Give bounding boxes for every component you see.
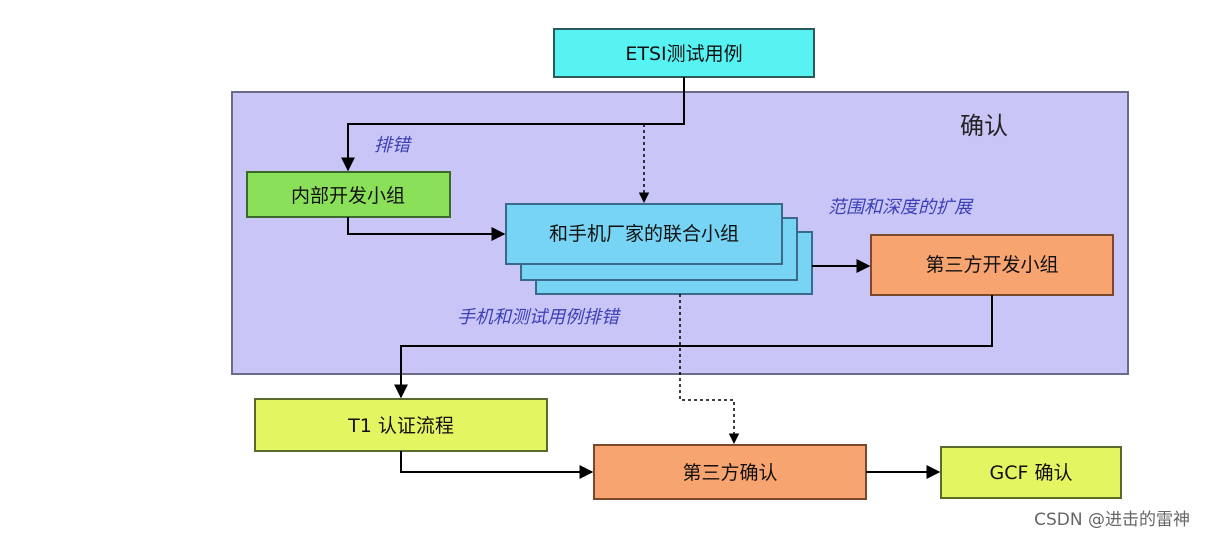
third-party-dev-label: 第三方开发小组 (925, 254, 1058, 276)
internal-dev-label: 内部开发小组 (291, 185, 405, 207)
etsi-label: ETSI测试用例 (625, 43, 742, 65)
t1-cert-box (254, 398, 548, 452)
arrow-joint-to-third-party-confirm (679, 294, 740, 445)
annotation-sort: 排错 (374, 135, 413, 156)
joint-group-label: 和手机厂家的联合小组 (549, 223, 739, 245)
annotation-phone-test-sort: 手机和测试用例排错 (457, 307, 622, 328)
annotation-scope-expand: 范围和深度的扩展 (828, 197, 974, 218)
watermark: CSDN @进击的雷神 (1034, 510, 1190, 530)
confirm-region-title: 确认 (960, 112, 1008, 140)
arrow-t1-to-third-party-confirm (400, 451, 594, 479)
arrow-internal-to-joint (347, 217, 506, 241)
third-party-confirm-label: 第三方确认 (682, 462, 777, 484)
gcf-confirm-label: GCF 确认 (990, 462, 1073, 484)
arrow-third-party-dev-to-t1 (394, 295, 993, 399)
arrow-etsi-to-internal (341, 77, 685, 172)
gcf-confirm-box (940, 446, 1122, 499)
etsi-box (553, 28, 815, 78)
t1-cert-label: T1 认证流程 (347, 415, 454, 437)
joint-group-box (505, 203, 783, 265)
third-party-confirm-box (593, 444, 867, 500)
